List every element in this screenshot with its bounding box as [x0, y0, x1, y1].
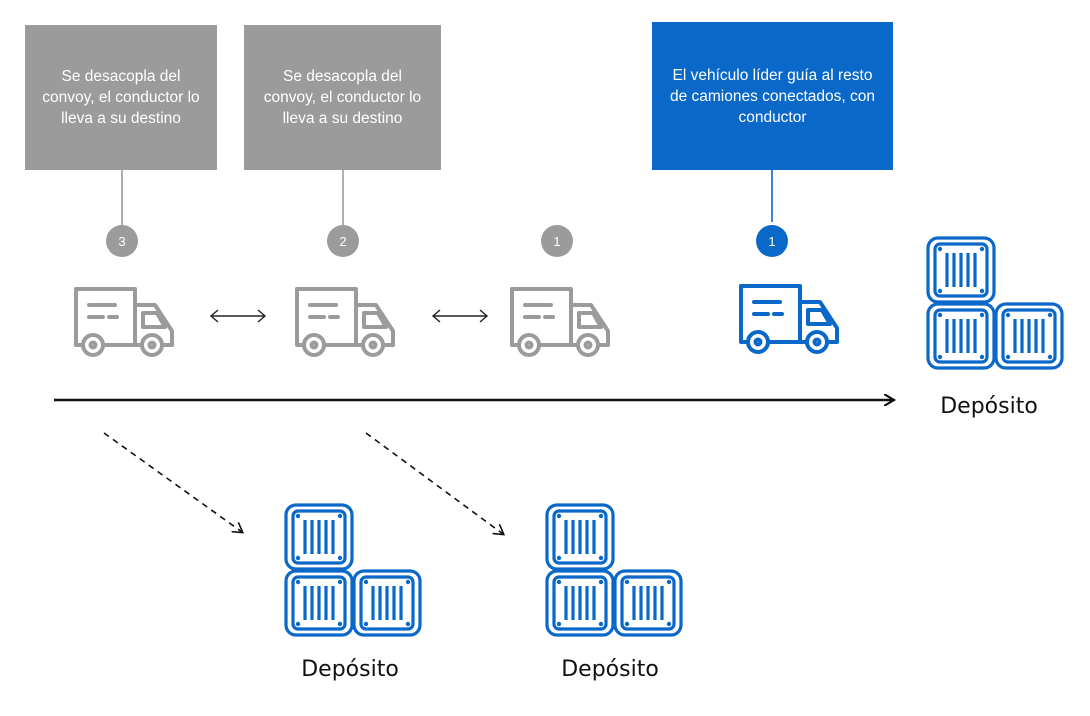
depot-label-left: Depósito [301, 657, 399, 682]
callout-lead-truck: El vehículo líder guía al resto de camio… [652, 22, 893, 170]
truck-icon [74, 287, 174, 357]
depot-label-main: Depósito [940, 394, 1038, 419]
badge-truck-1-gray: 1 [541, 225, 573, 257]
container-stack-icon [547, 505, 681, 635]
svg-text:1: 1 [768, 234, 775, 249]
callout-truck-3-text: Se desacopla del convoy, el conductor lo… [42, 68, 200, 127]
container-stack-icon [286, 505, 420, 635]
svg-text:2: 2 [339, 234, 346, 249]
svg-text:3: 3 [118, 234, 125, 249]
badge-truck-2: 2 [327, 225, 359, 257]
truck-icon [295, 287, 395, 357]
detour-arrow-truck-2 [365, 432, 503, 534]
double-arrow-icon [431, 309, 489, 323]
svg-text:1: 1 [553, 234, 560, 249]
detour-arrow-truck-3 [103, 432, 242, 532]
badge-lead-truck: 1 [756, 225, 788, 257]
depot-label-middle: Depósito [561, 657, 659, 682]
callout-truck-2: Se desacopla del convoy, el conductor lo… [244, 25, 441, 170]
container-stack-icon [928, 238, 1062, 368]
truck-icon [739, 284, 839, 354]
badge-truck-3: 3 [106, 225, 138, 257]
truck-icon [510, 287, 610, 357]
callout-truck-3: Se desacopla del convoy, el conductor lo… [25, 25, 217, 170]
double-arrow-icon [209, 309, 267, 323]
callout-truck-2-text: Se desacopla del convoy, el conductor lo… [263, 68, 422, 127]
callout-lead-truck-text: El vehículo líder guía al resto de camio… [669, 66, 876, 126]
